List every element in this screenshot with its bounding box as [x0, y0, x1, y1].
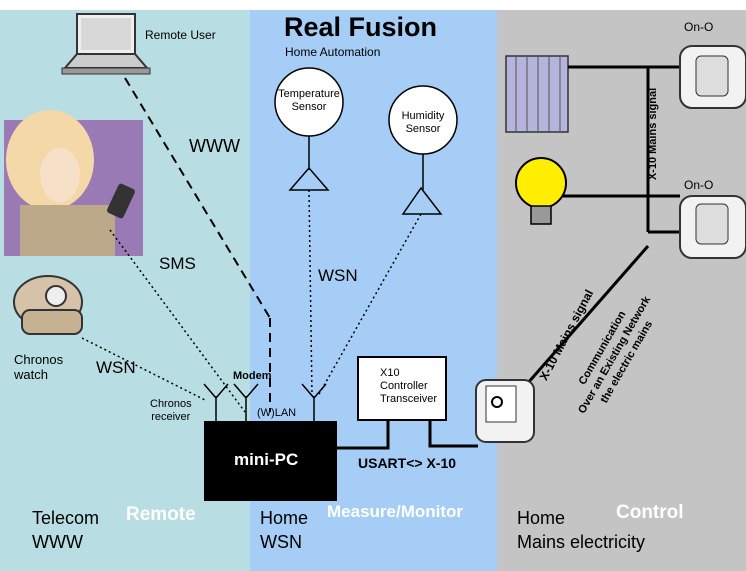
modem-label: Modem: [233, 370, 272, 382]
diagram-subtitle: Home Automation: [285, 45, 381, 59]
socket-icon: [475, 379, 535, 443]
laptop-icon: [61, 13, 151, 75]
control-line2: Mains electricity: [517, 532, 646, 552]
measure-header: Measure/Monitor: [327, 502, 464, 521]
link-wsn-watch-label: WSN: [96, 358, 136, 377]
x10-mains-vertical-label: X-10 Mains signal: [647, 87, 660, 181]
wlan-label: (W)LAN: [257, 407, 297, 419]
measure-line1: Home: [260, 508, 309, 528]
remote-line2: WWW: [32, 532, 83, 552]
chronos-watch-icon: [13, 275, 83, 335]
control-line1: Home: [517, 508, 566, 528]
link-usart-label: USART<> X-10: [358, 455, 457, 471]
on-off-switch-1: [679, 45, 746, 109]
mini-pc-label: mini-PC: [234, 450, 299, 469]
measure-line2: WSN: [260, 532, 302, 552]
diagram-title: Real Fusion: [284, 12, 438, 42]
mini-pc-box: [204, 421, 337, 501]
on-off-switch-2: [679, 195, 746, 259]
control-header: Control: [616, 502, 684, 523]
on-off-label-1: On-O: [684, 20, 714, 34]
remote-line1: Telecom: [32, 508, 100, 528]
link-www-label: WWW: [189, 136, 240, 156]
remote-user-label: Remote User: [145, 28, 216, 42]
remote-header: Remote: [126, 504, 196, 525]
woman-phone-icon: [4, 110, 143, 256]
on-off-label-2: On-O: [684, 178, 714, 192]
link-sms-label: SMS: [159, 254, 196, 273]
radiator-icon: [505, 55, 569, 133]
link-wsn-sensor-label: WSN: [318, 266, 358, 285]
light-bulb-icon: [515, 157, 567, 225]
